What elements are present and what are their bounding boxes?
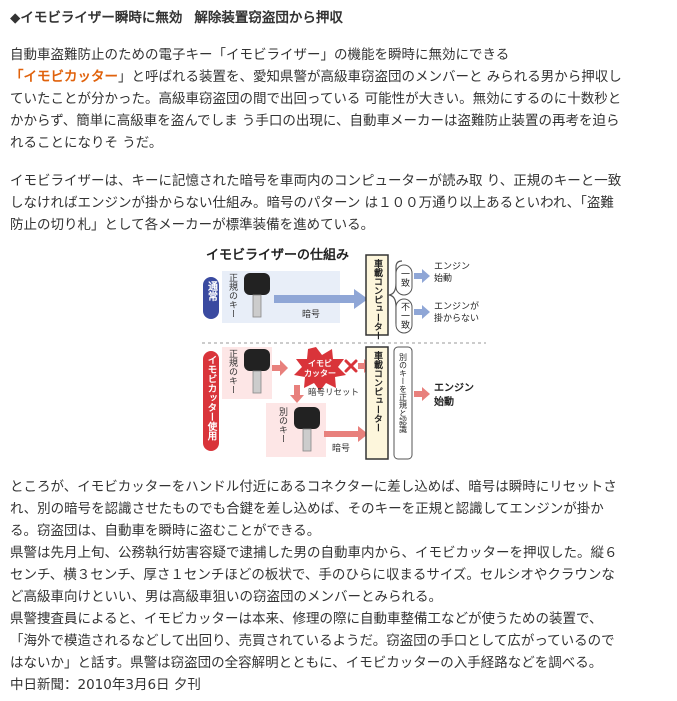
code-2-label: 暗号 — [332, 442, 350, 454]
cutter-label: イモビカッター使用 — [206, 355, 219, 441]
p3-line5: センチ、横３センチ、厚さ１センチほどの板状で、手のひらに収まるサイズ。セルシオや… — [10, 567, 615, 583]
p3-line9: はないか」と話す。県警は窃盗団の全容解明とともに、イモビカッターの入手経路などを… — [10, 655, 603, 671]
p3-line3: る。窃盗団は、自動車を瞬時に盗むことができる。 — [10, 523, 321, 539]
p3-line6: ど高級車向けといい、男は高級車狙いの窃盗団のメンバーとみられる。 — [10, 589, 442, 605]
p2-line1: イモビライザーは、キーに記憶された暗号を車両内のコンピューターが読み取 り、正規… — [10, 173, 622, 189]
computer-2-box — [365, 346, 389, 460]
immobilizer-diagram: イモビライザーの仕組み 通常 正規のキー 暗号 車載コンピューター 一致 — [196, 243, 490, 465]
engine-start-1: エンジン — [434, 262, 470, 272]
normal-label: 通常 — [206, 281, 218, 302]
blocked-x-icon — [344, 359, 358, 373]
p3-line2: れ、別の暗号を認識させたものでも合鍵を差し込めば、そのキーを正規と認識してエンジ… — [10, 501, 604, 517]
mismatch-arrow — [414, 305, 430, 319]
other-key-icon — [294, 407, 320, 452]
p1-line3: ていたことが分かった。高級車窃盗団の間で出回っている 可能性が大きい。無効にする… — [10, 91, 622, 107]
paragraph-2: イモビライザーは、キーに記憶された暗号を車両内のコンピューターが読み取 り、正規… — [10, 170, 668, 236]
p1-line4: かからず、簡単に高級車を盗んでしま う手口の出現に、自動車メーカーは盗難防止装置… — [10, 113, 620, 129]
code-arrow-2 — [324, 426, 368, 442]
match-pill — [395, 264, 413, 296]
reset-arrow — [290, 385, 304, 403]
normal-label-pill — [203, 277, 219, 319]
engine-start-b1: エンジン — [434, 382, 474, 394]
code-reset-label: 暗号リセット — [308, 387, 359, 398]
legit-key-1-icon — [244, 273, 270, 318]
computer-2-note: 別のキーを正規と認識 — [399, 353, 408, 434]
engine-no-1: エンジンが — [434, 300, 479, 312]
headline: ◆イモビライザー瞬時に無効解除装置窃盗団から押収 — [10, 6, 343, 26]
paragraph-3: ところが、イモビカッターをハンドル付近にあるコネクターに差し込めば、暗号は瞬時に… — [10, 476, 668, 696]
p2-line3: 防止の切り札」として各メーカーが標準装備を進めている。 — [10, 217, 375, 233]
code-arrow-1 — [274, 289, 368, 309]
legit-key-2-icon — [244, 349, 270, 394]
cutter-text-2: カッター — [304, 368, 336, 378]
computer-2-note-box — [393, 346, 413, 460]
engine-start-b2: 始動 — [434, 395, 454, 408]
headline-main: ◆イモビライザー瞬時に無効 — [10, 10, 183, 26]
diagram-title: イモビライザーの仕組み — [206, 247, 349, 263]
p3-line1: ところが、イモビカッターをハンドル付近にあるコネクターに差し込めば、暗号は瞬時に… — [10, 479, 617, 495]
other-key-label: 別のキー — [277, 407, 288, 443]
imobi-cutter-term: イモビカッター — [23, 69, 119, 85]
cutter-to-computer-arrow — [358, 359, 372, 373]
computer-1-label: 車載コンピューター — [372, 258, 383, 340]
source-line: 中日新聞：2010年3月6日 夕刊 — [10, 677, 201, 693]
p1-line5: れることになりそ うだ。 — [10, 135, 163, 151]
p1-line2: 「イモビカッター」」と呼ばれる装置を、愛知県警が高級車窃盗団のメンバーと みられ… — [10, 69, 622, 85]
p3-line4: 県警は先月上旬、公務執行妨害容疑で逮捕した男の自動車内から、イモビカッターを押収… — [10, 545, 618, 561]
p3-line8: 「海外で模造されるなどして出回り、売買されているようだ。窃盗団の手口として広がっ… — [10, 633, 615, 649]
code-1-label: 暗号 — [302, 308, 320, 320]
cutter-label-pill — [203, 351, 219, 451]
p3-line7: 県警捜査員によると、イモビカッターは本来、修理の際に自動車整備工などが使うための… — [10, 611, 603, 627]
imobi-cutter-icon — [294, 347, 346, 391]
legit-key-1-label: 正規のキー — [227, 273, 238, 318]
paragraph-1: 自動車盗難防止のための電子キー「イモビライザー」の機能を瞬時に無効にできる 「イ… — [10, 44, 668, 154]
p1-line1: 自動車盗難防止のための電子キー「イモビライザー」の機能を瞬時に無効にできる — [10, 47, 510, 63]
engine-no-2: 掛からない — [434, 312, 479, 324]
match-label: 一致 — [399, 269, 410, 288]
match-arrow — [414, 269, 430, 283]
to-cutter-arrow — [272, 360, 288, 376]
engine-start-2: 始動 — [434, 272, 452, 284]
cutter-text-1: イモビ — [308, 358, 332, 368]
headline-sub: 解除装置窃盗団から押収 — [194, 10, 343, 26]
computer-2-label: 車載コンピューター — [372, 350, 383, 432]
p2-line2: しなければエンジンが掛からない仕組み。暗号のパターン は１００万通り以上あるとい… — [10, 195, 614, 211]
engine-start-arrow-2 — [414, 387, 430, 401]
mismatch-pill — [395, 298, 413, 334]
mismatch-label: 不一致 — [399, 302, 410, 330]
legit-key-2-label: 正規のキー — [227, 349, 238, 394]
